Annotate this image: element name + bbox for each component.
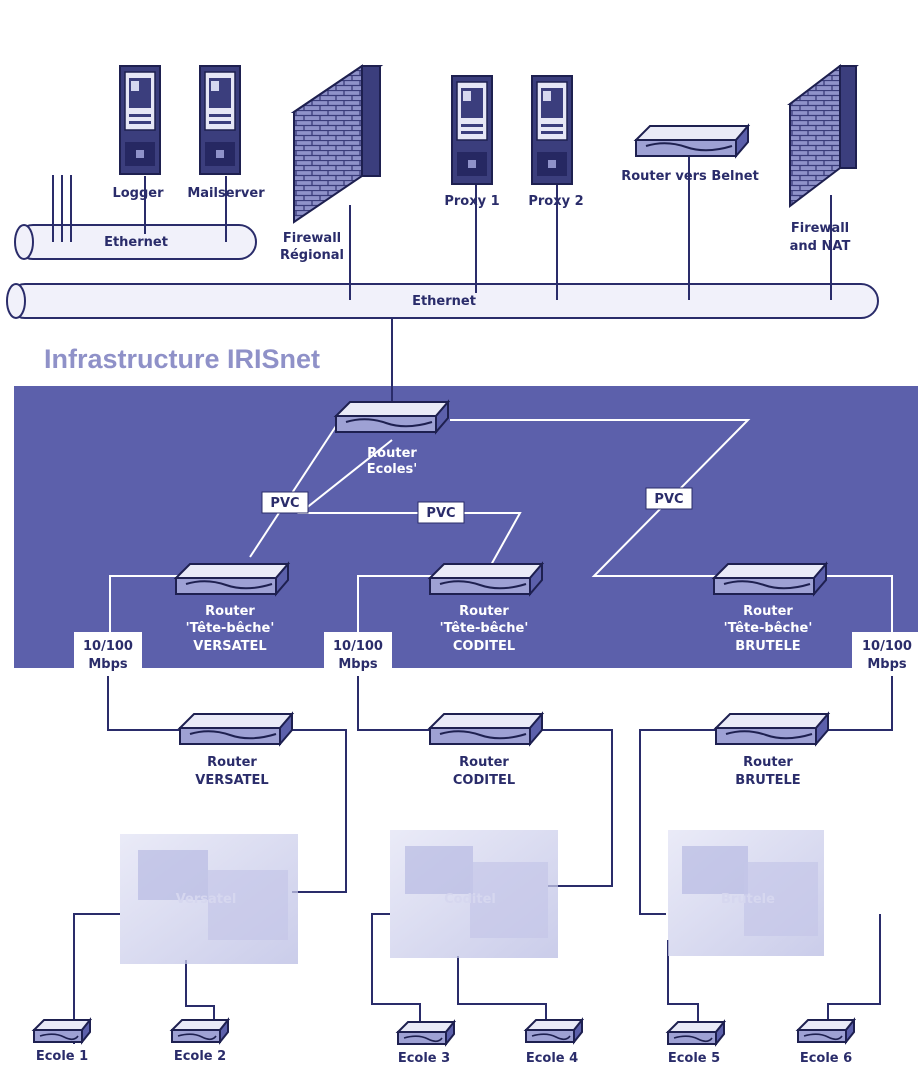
upper-wires — [52, 155, 832, 404]
firewall-nat-label-1: Firewall — [791, 221, 849, 236]
router-brutele-line2: BRUTELE — [735, 773, 800, 788]
school-6-icon — [797, 1019, 855, 1043]
svg-text:10/100: 10/100 — [83, 639, 133, 654]
router-versatel-line1: Router — [207, 755, 257, 770]
router-ecoles-label-2: Ecoles' — [367, 462, 418, 477]
pvc-label-2: PVC — [417, 501, 465, 524]
router-belnet-icon — [635, 125, 749, 157]
mailserver-label: Mailserver — [187, 186, 265, 201]
school-4-icon — [525, 1019, 583, 1043]
school-1-label: Ecole 1 — [36, 1049, 88, 1064]
logger-server-icon — [119, 65, 161, 175]
ethernet-label-bg-lower — [406, 293, 482, 309]
school-4-label: Ecole 4 — [526, 1051, 578, 1066]
ethernet-label-upper: Ethernet — [104, 235, 168, 250]
svg-text:10/100: 10/100 — [333, 639, 383, 654]
router-coditel-line1: Router — [459, 755, 509, 770]
svg-text:Coditel: Coditel — [444, 892, 496, 907]
svg-text:Mbps: Mbps — [867, 657, 907, 672]
tetebeche-versatel-line1: Router — [205, 604, 255, 619]
tetebeche-versatel-line3: VERSATEL — [193, 639, 266, 654]
speed-label-versatel: 10/100 Mbps — [74, 632, 142, 676]
firewall-nat-label-2: and NAT — [790, 239, 851, 254]
svg-text:PVC: PVC — [270, 496, 299, 511]
svg-text:Mbps: Mbps — [88, 657, 128, 672]
router-brutele-line1: Router — [743, 755, 793, 770]
school-2-icon — [171, 1019, 229, 1043]
router-versatel-icon — [179, 713, 293, 745]
pvc-label-1: PVC — [261, 491, 309, 514]
mailserver-icon — [199, 65, 241, 175]
school-5-icon — [667, 1021, 725, 1045]
router-tetebeche-brutele-icon — [713, 563, 827, 595]
proxy1-label: Proxy 1 — [444, 194, 499, 209]
svg-text:Versatel: Versatel — [176, 892, 237, 907]
firewall-regional-icon — [290, 64, 384, 224]
school-2-label: Ecole 2 — [174, 1049, 226, 1064]
tetebeche-brutele-line2: 'Tête-bêche' — [724, 621, 813, 636]
proxy1-server-icon — [451, 75, 493, 185]
tetebeche-coditel-line3: CODITEL — [453, 639, 515, 654]
svg-text:PVC: PVC — [426, 506, 455, 521]
svg-text:Brutele: Brutele — [721, 892, 775, 907]
router-ecoles-label-1: Router — [367, 446, 417, 461]
router-versatel-line2: VERSATEL — [195, 773, 268, 788]
firewall-regional-label-2: Régional — [280, 248, 344, 263]
router-brutele-icon — [715, 713, 829, 745]
diagram-title: Infrastructure IRISnet — [44, 344, 320, 374]
speed-label-brutele: 10/100 Mbps — [852, 632, 918, 676]
lower-wires — [73, 676, 893, 1044]
pvc-label-3: PVC — [645, 487, 693, 510]
speed-label-coditel: 10/100 Mbps — [324, 632, 392, 676]
svg-text:10/100: 10/100 — [862, 639, 912, 654]
router-tetebeche-coditel-icon — [429, 563, 543, 595]
cloud-versatel: Versatel — [120, 834, 298, 964]
school-3-icon — [397, 1021, 455, 1045]
firewall-regional-label-1: Firewall — [283, 231, 341, 246]
ethernet-label-bg-upper — [98, 234, 174, 250]
tetebeche-versatel-line2: 'Tête-bêche' — [186, 621, 275, 636]
cloud-brutele: Brutele — [668, 830, 824, 956]
ethernet-label-lower: Ethernet — [412, 294, 476, 309]
router-coditel-line2: CODITEL — [453, 773, 515, 788]
school-6-label: Ecole 6 — [800, 1051, 852, 1066]
router-ecoles-icon — [335, 401, 449, 433]
svg-text:PVC: PVC — [654, 492, 683, 507]
proxy2-label: Proxy 2 — [528, 194, 583, 209]
school-5-label: Ecole 5 — [668, 1051, 720, 1066]
router-coditel-icon — [429, 713, 543, 745]
cloud-coditel: Coditel — [390, 830, 558, 958]
svg-text:Mbps: Mbps — [338, 657, 378, 672]
infrastructure-band — [14, 386, 918, 668]
school-1-icon — [33, 1019, 91, 1043]
firewall-nat-icon — [787, 63, 859, 209]
tetebeche-coditel-line2: 'Tête-bêche' — [440, 621, 529, 636]
proxy2-server-icon — [531, 75, 573, 185]
tetebeche-coditel-line1: Router — [459, 604, 509, 619]
tetebeche-brutele-line1: Router — [743, 604, 793, 619]
tetebeche-brutele-line3: BRUTELE — [735, 639, 800, 654]
school-3-label: Ecole 3 — [398, 1051, 450, 1066]
router-belnet-label: Router vers Belnet — [621, 169, 759, 184]
logger-label: Logger — [112, 186, 164, 201]
router-tetebeche-versatel-icon — [175, 563, 289, 595]
